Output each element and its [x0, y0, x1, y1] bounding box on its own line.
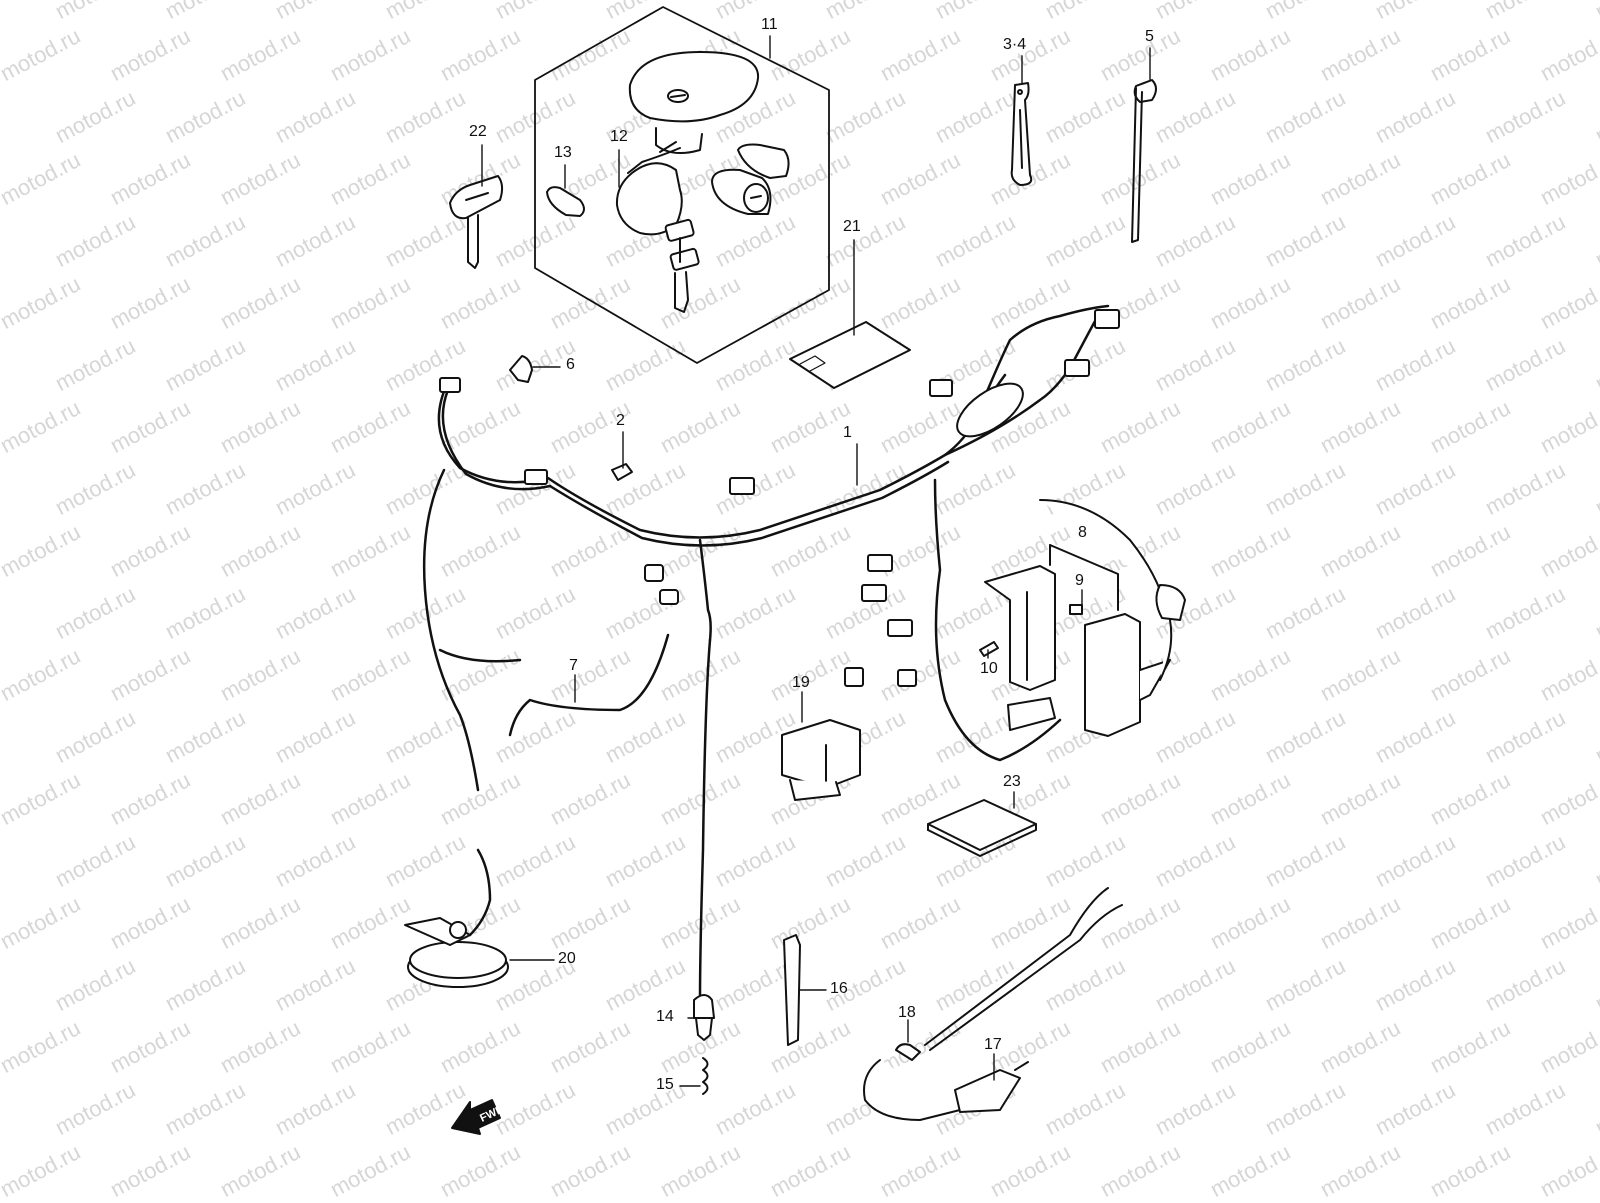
callout-22: 22 — [469, 123, 487, 140]
callout-9: 9 — [1075, 572, 1084, 589]
lock-set-group — [534, 6, 830, 364]
callout-20: 20 — [558, 950, 576, 967]
side-stand-switch-part — [863, 887, 1123, 1121]
callout-3-4: 3·4 — [1003, 36, 1027, 53]
callout-21: 21 — [843, 218, 861, 235]
clamp-band-part — [1010, 82, 1033, 186]
callout-6: 6 — [566, 356, 575, 373]
callout-8: 8 — [1078, 524, 1087, 541]
horn-part — [404, 917, 509, 988]
callout-13: 13 — [554, 144, 572, 161]
wiring-harness — [422, 304, 1110, 1002]
fwd-arrow-icon: FWD — [451, 1099, 506, 1135]
callout-14: 14 — [656, 1008, 674, 1025]
fuse-box-part — [979, 499, 1186, 737]
key-blank-part — [449, 175, 504, 269]
callout-16: 16 — [830, 980, 848, 997]
callout-15: 15 — [656, 1076, 674, 1093]
callout-2: 2 — [616, 412, 625, 429]
callout-18: 18 — [898, 1004, 916, 1021]
callout-10: 10 — [980, 660, 998, 677]
clamp-2 — [611, 463, 633, 481]
callout-11: 11 — [761, 16, 778, 33]
label-23 — [927, 799, 1037, 851]
callout-23: 23 — [1003, 773, 1021, 790]
callout-19: 19 — [792, 674, 810, 691]
callout-12: 12 — [610, 128, 628, 145]
neutral-switch-part — [693, 994, 715, 1095]
label-21 — [789, 321, 911, 389]
callout-1: 1 — [843, 424, 852, 441]
relay-part — [781, 719, 861, 801]
callout-7: 7 — [569, 657, 578, 674]
callout-17: 17 — [984, 1036, 1002, 1053]
harness-connectors — [439, 309, 1120, 687]
clip-6 — [509, 355, 533, 383]
leader-lines — [481, 35, 1151, 1087]
cable-tie-part — [1131, 79, 1157, 243]
bracket-16 — [783, 934, 801, 1046]
callout-5: 5 — [1145, 28, 1154, 45]
